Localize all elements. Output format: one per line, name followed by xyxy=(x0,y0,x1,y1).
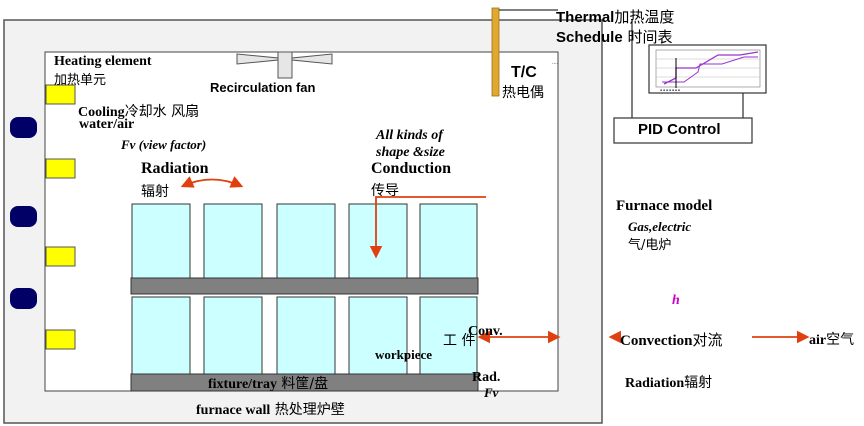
recirculation-fan-label: Recirculation fan xyxy=(210,80,316,95)
workpiece-r1-2 xyxy=(203,203,263,279)
workpiece-r2-3 xyxy=(276,296,336,375)
cooling-water-air-label: water/air xyxy=(79,117,135,132)
conduction-label: Conduction xyxy=(371,160,452,177)
cooler-1 xyxy=(10,117,37,138)
heating-element-label: Heating element xyxy=(54,54,152,69)
furnace-wall-label: furnace wall 热处理炉壁 xyxy=(196,402,345,418)
cooling-label: Cooling冷却水 风扇 xyxy=(78,104,200,120)
all-kinds-label: All kinds of xyxy=(376,128,443,143)
pid-control-box xyxy=(613,117,753,144)
gas-electric-label: Gas,electric xyxy=(628,219,692,234)
workpiece-cn-label: 工 件 xyxy=(443,333,476,349)
fan-icon xyxy=(236,51,333,79)
cooler-3 xyxy=(10,288,37,309)
fixture-tray-label: fixture/tray 料筐/盘 xyxy=(208,376,329,392)
tc-label: T/C xyxy=(511,64,537,81)
furnace-model-label: Furnace model xyxy=(616,198,713,214)
shape-size-label: shape &size xyxy=(376,145,445,160)
workpiece-label: workpiece xyxy=(375,347,433,362)
workpiece-r2-4 xyxy=(348,296,408,375)
heater-1 xyxy=(45,84,76,105)
workpiece-r2-2 xyxy=(203,296,263,375)
tc-dots: .... xyxy=(552,60,559,66)
fv-label: Fv xyxy=(484,385,499,400)
rad-label: Rad. xyxy=(472,370,501,385)
view-factor-label: Fv (view factor) xyxy=(121,137,207,152)
temperature-schedule-chart-icon: ▪ ▪ ▪ ▪ ▪ ▪ ▪ xyxy=(648,44,767,94)
thermal-label: Thermal加热温度 xyxy=(556,8,675,26)
air-label: air空气 xyxy=(809,332,855,348)
workpiece-r2-5 xyxy=(419,296,478,375)
conv-label: Conv. xyxy=(468,324,503,339)
heating-element-cn-label: 加热单元 xyxy=(54,73,107,88)
conduction-cn-label: 传导 xyxy=(371,183,399,199)
h-label: h xyxy=(672,293,680,308)
workpiece-r1-1 xyxy=(131,203,191,279)
lower-tray xyxy=(130,373,479,392)
workpiece-r2-1 xyxy=(131,296,191,375)
upper-tray xyxy=(130,277,479,295)
pid-control-label: PID Control xyxy=(638,121,721,138)
radiation-cn-label: 辐射 xyxy=(141,184,169,200)
heater-3 xyxy=(45,246,76,267)
radiation-label: Radiation xyxy=(141,160,209,177)
heater-2 xyxy=(45,158,76,179)
workpiece-r1-4 xyxy=(348,203,408,279)
workpiece-r1-5 xyxy=(419,203,478,279)
gas-electric-cn-label: 气/电炉 xyxy=(628,238,672,253)
radiation-right-label: Radiation辐射 xyxy=(625,375,713,391)
cooler-2 xyxy=(10,206,37,227)
thermocouple-probe xyxy=(491,7,500,97)
svg-text:▪ ▪ ▪ ▪ ▪ ▪ ▪: ▪ ▪ ▪ ▪ ▪ ▪ ▪ xyxy=(660,88,680,92)
convection-label: Convection对流 xyxy=(620,331,723,349)
schedule-label: Schedule 时间表 xyxy=(556,28,673,46)
tc-cn-label: 热电偶 xyxy=(502,85,544,101)
conduction-arrow xyxy=(369,196,486,259)
workpiece-r1-3 xyxy=(276,203,336,279)
radiation-arrow xyxy=(180,176,244,188)
heater-4 xyxy=(45,329,76,350)
